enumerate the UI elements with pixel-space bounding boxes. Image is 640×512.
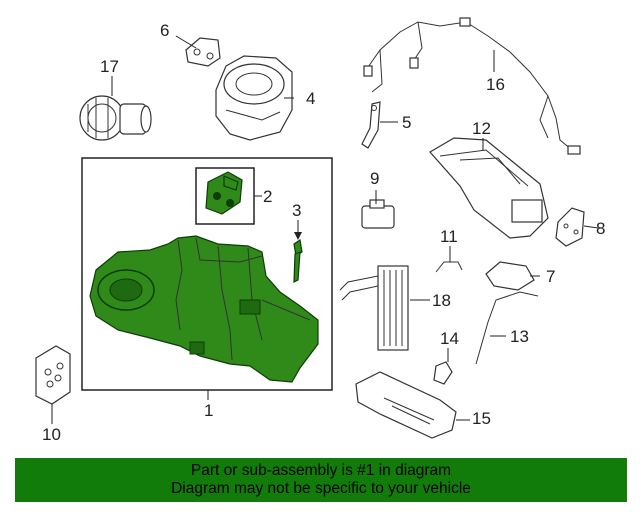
bracket-part-5[interactable] bbox=[361, 101, 381, 149]
banner-line-2: Diagram may not be specific to your vehi… bbox=[171, 480, 471, 497]
bracket-part-6[interactable] bbox=[185, 37, 221, 67]
heater-core-part[interactable] bbox=[339, 265, 409, 351]
callout-3: 3 bbox=[292, 201, 302, 220]
expansion-valve-part[interactable] bbox=[205, 171, 243, 215]
callout-4: 4 bbox=[306, 89, 316, 108]
assembly-frame bbox=[81, 157, 333, 391]
callout-13: 13 bbox=[510, 327, 529, 346]
callout-11: 11 bbox=[440, 227, 458, 246]
callout-5: 5 bbox=[402, 113, 412, 132]
callout-2: 2 bbox=[263, 187, 273, 206]
cover-part-10[interactable] bbox=[35, 345, 71, 405]
leader-lines bbox=[51, 35, 599, 424]
callout-9: 9 bbox=[370, 169, 380, 188]
callout-16: 16 bbox=[486, 75, 505, 94]
actuator-part-7[interactable] bbox=[485, 261, 535, 291]
callout-17: 17 bbox=[100, 57, 119, 76]
module-part-8[interactable] bbox=[555, 207, 585, 247]
actuator-part-9[interactable] bbox=[361, 199, 395, 229]
fitting-part-14[interactable] bbox=[433, 361, 453, 385]
callout-14: 14 bbox=[440, 329, 459, 348]
blower-housing-part[interactable] bbox=[215, 55, 293, 141]
hose-part-13[interactable] bbox=[475, 291, 539, 365]
callout-8: 8 bbox=[596, 219, 606, 238]
blower-motor-part[interactable] bbox=[79, 95, 152, 141]
wiring-harness-part[interactable] bbox=[363, 17, 581, 155]
info-banner: Part or sub-assembly is #1 in diagram Di… bbox=[15, 458, 627, 502]
duct-part-15[interactable] bbox=[355, 371, 457, 439]
callout-18: 18 bbox=[432, 291, 451, 310]
tube-part-11[interactable] bbox=[435, 261, 463, 273]
callout-7: 7 bbox=[546, 267, 556, 286]
callout-10: 10 bbox=[42, 425, 61, 444]
sensor-part[interactable] bbox=[293, 238, 303, 283]
callout-12: 12 bbox=[472, 119, 491, 138]
banner-line-1: Part or sub-assembly is #1 in diagram bbox=[190, 462, 452, 479]
hvac-housing-part[interactable] bbox=[89, 235, 319, 383]
callout-6: 6 bbox=[160, 21, 170, 40]
callout-15: 15 bbox=[472, 409, 491, 428]
parts-diagram bbox=[35, 17, 599, 439]
callout-1: 1 bbox=[204, 401, 214, 420]
evaporator-case-part[interactable] bbox=[429, 137, 549, 239]
